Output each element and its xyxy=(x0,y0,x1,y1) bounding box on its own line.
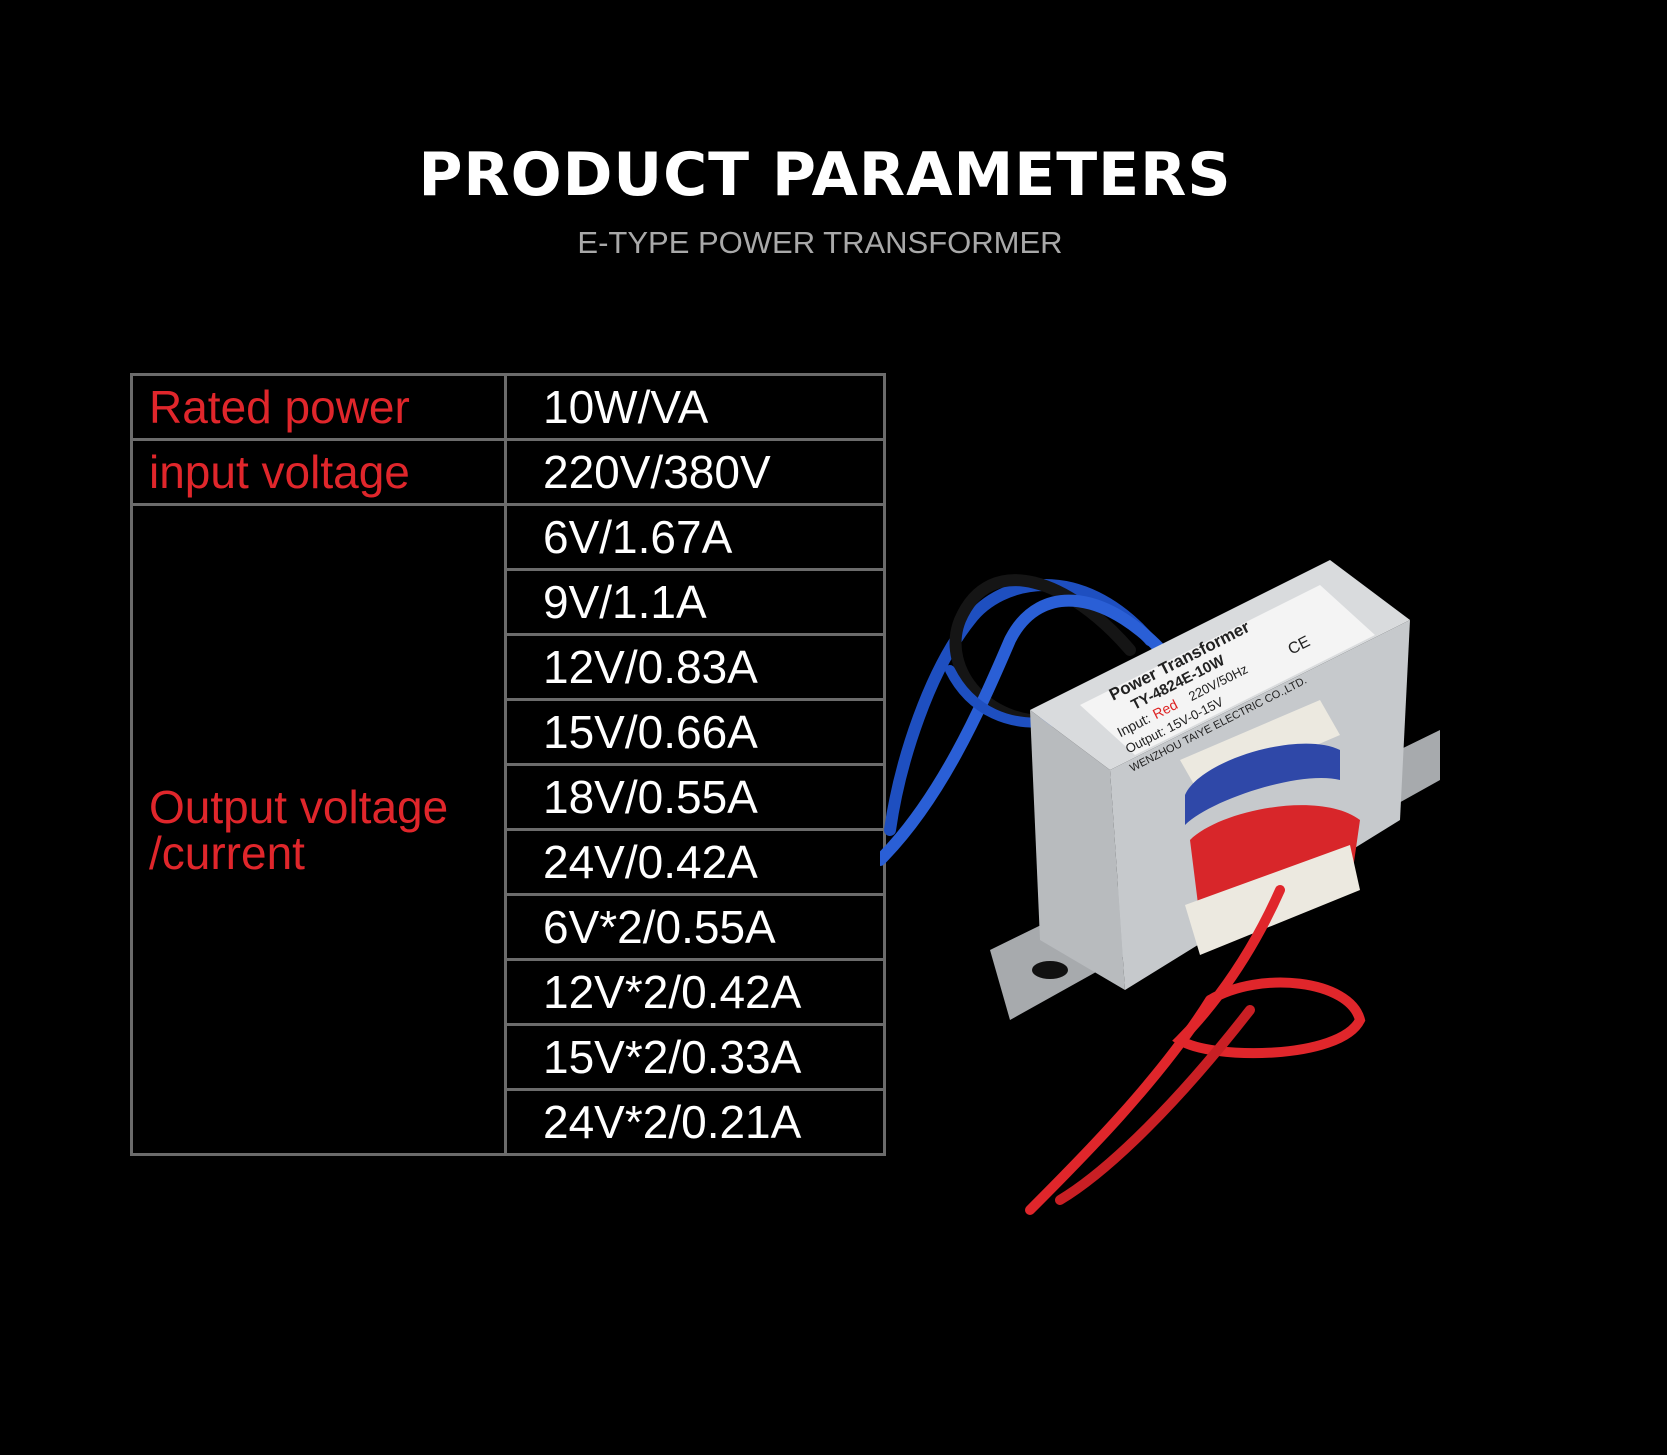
spec-row-output: 24V*2/0.21A xyxy=(132,1088,886,1156)
rated-power-value: 10W/VA xyxy=(504,373,886,441)
input-voltage-label: input voltage xyxy=(130,438,507,506)
bracket-side xyxy=(1110,620,1410,990)
spec-row-input-voltage: input voltage 220V/380V xyxy=(130,438,886,506)
spec-row-output: 18V/0.55A xyxy=(132,763,886,831)
page-title: PRODUCT PARAMETERS xyxy=(418,140,1232,210)
output-value: 24V/0.42A xyxy=(504,828,886,896)
spec-row-output: 6V*2/0.55A xyxy=(132,893,886,961)
output-value: 6V/1.67A xyxy=(504,503,886,571)
transformer-photo: Power Transformer TY-4824E-10W Input: Re… xyxy=(880,560,1440,1215)
red-wire xyxy=(1055,1005,1255,1205)
spec-row-output: 12V*2/0.42A xyxy=(132,958,886,1026)
red-wire xyxy=(1172,885,1366,1059)
output-value: 18V/0.55A xyxy=(504,763,886,831)
blue-wire xyxy=(884,579,1156,836)
rated-power-label: Rated power xyxy=(130,373,507,441)
output-value: 15V*2/0.33A xyxy=(504,1023,886,1091)
blue-wire xyxy=(880,594,1176,866)
blue-winding xyxy=(1185,743,1340,825)
output-value: 12V*2/0.42A xyxy=(504,958,886,1026)
bracket-front xyxy=(1030,710,1125,990)
spec-row-output: 24V/0.42A xyxy=(132,828,886,896)
red-wire xyxy=(1025,995,1215,1215)
spec-row-output: 9V/1.1A xyxy=(132,568,886,636)
output-label-line2: /current xyxy=(149,826,305,879)
spec-row-output: 15V*2/0.33A xyxy=(132,1023,886,1091)
spec-row-rated-power: Rated power 10W/VA xyxy=(130,373,886,441)
spec-table: Rated power 10W/VA input voltage 220V/38… xyxy=(130,373,886,1156)
output-value: 9V/1.1A xyxy=(504,568,886,636)
product-label xyxy=(1080,585,1375,755)
input-voltage-value: 220V/380V xyxy=(504,438,886,506)
page-subtitle: E-TYPE POWER TRANSFORMER xyxy=(577,225,1063,260)
output-label: Output voltage /current xyxy=(130,503,507,1156)
spec-row-output: 15V/0.66A xyxy=(132,698,886,766)
output-value: 24V*2/0.21A xyxy=(504,1088,886,1156)
output-label-line1: Output voltage xyxy=(149,780,449,833)
output-value: 15V/0.66A xyxy=(504,698,886,766)
mounting-hole xyxy=(1032,961,1068,979)
spec-row-output: 12V/0.83A xyxy=(132,633,886,701)
output-value: 12V/0.83A xyxy=(504,633,886,701)
spec-row-output: Output voltage /current 6V/1.67A xyxy=(130,503,886,1156)
output-value: 6V*2/0.55A xyxy=(504,893,886,961)
